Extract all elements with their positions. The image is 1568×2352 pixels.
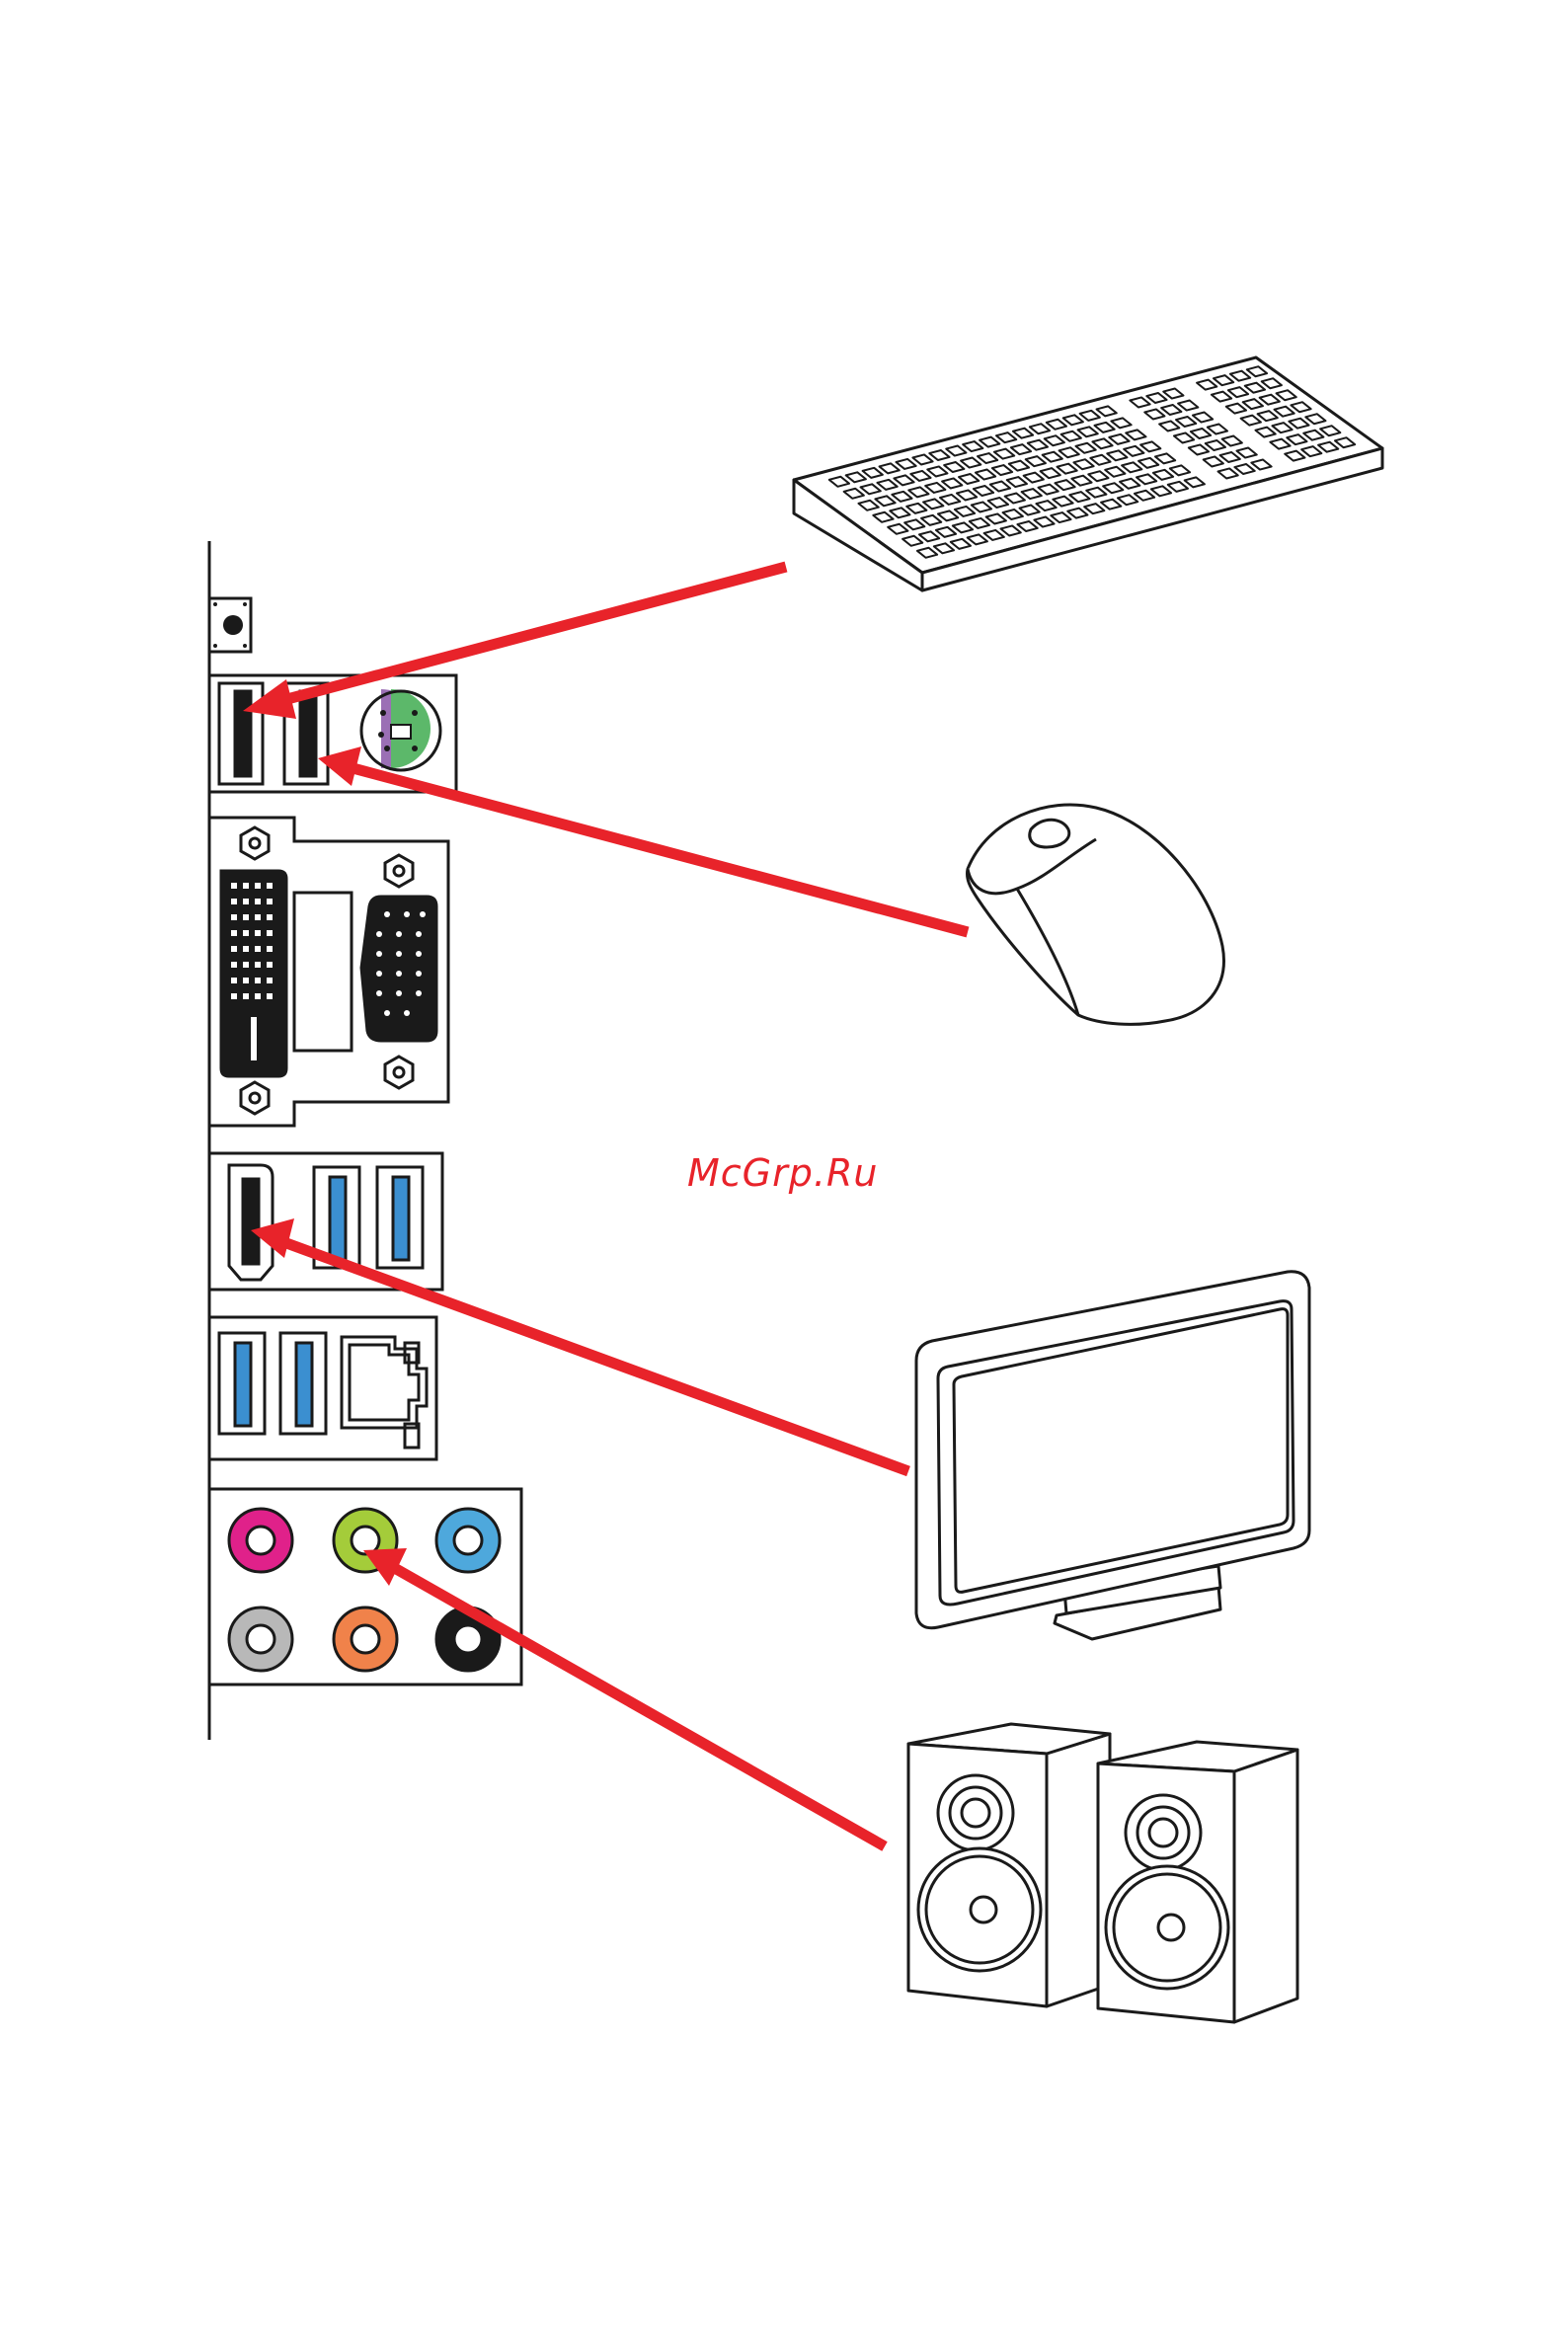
speaker-right [1098, 1742, 1297, 2022]
audio-jack [229, 1509, 292, 1572]
hex-screw-icon [385, 1057, 413, 1088]
hdmi-usb3-block [209, 1153, 442, 1290]
clear-cmos-button [209, 598, 251, 652]
speakers-icon [908, 1724, 1297, 2022]
ps2-combo-port [361, 689, 440, 770]
audio-jack [334, 1607, 397, 1671]
usb3-lan-block [209, 1317, 436, 1459]
usb3-port [280, 1333, 326, 1434]
hex-screw-icon [241, 827, 269, 859]
audio-jacks [209, 1489, 521, 1685]
arrow-speakers-to-audio [363, 1548, 885, 1846]
usb2-port [219, 683, 263, 784]
hdmi-port [229, 1165, 273, 1280]
port-blank [294, 893, 352, 1051]
hex-screw-icon [241, 1082, 269, 1114]
monitor-icon [916, 1272, 1309, 1639]
watermark-text: McGrp.Ru [687, 1151, 878, 1195]
speaker-left [908, 1724, 1110, 2006]
arrow-keyboard-to-usb [243, 567, 786, 719]
video-block [209, 818, 448, 1126]
rear-io-panel [209, 541, 521, 1740]
mouse-icon [967, 805, 1223, 1024]
usb3-port [219, 1333, 265, 1434]
lan-port [342, 1337, 427, 1448]
hex-screw-icon [385, 855, 413, 887]
usb2-ps2-block [209, 675, 456, 792]
keyboard-icon [794, 357, 1382, 590]
dvi-port [221, 871, 286, 1076]
audio-jack [436, 1509, 500, 1572]
usb3-port [377, 1167, 423, 1268]
audio-jack [229, 1607, 292, 1671]
vga-port [361, 897, 436, 1041]
